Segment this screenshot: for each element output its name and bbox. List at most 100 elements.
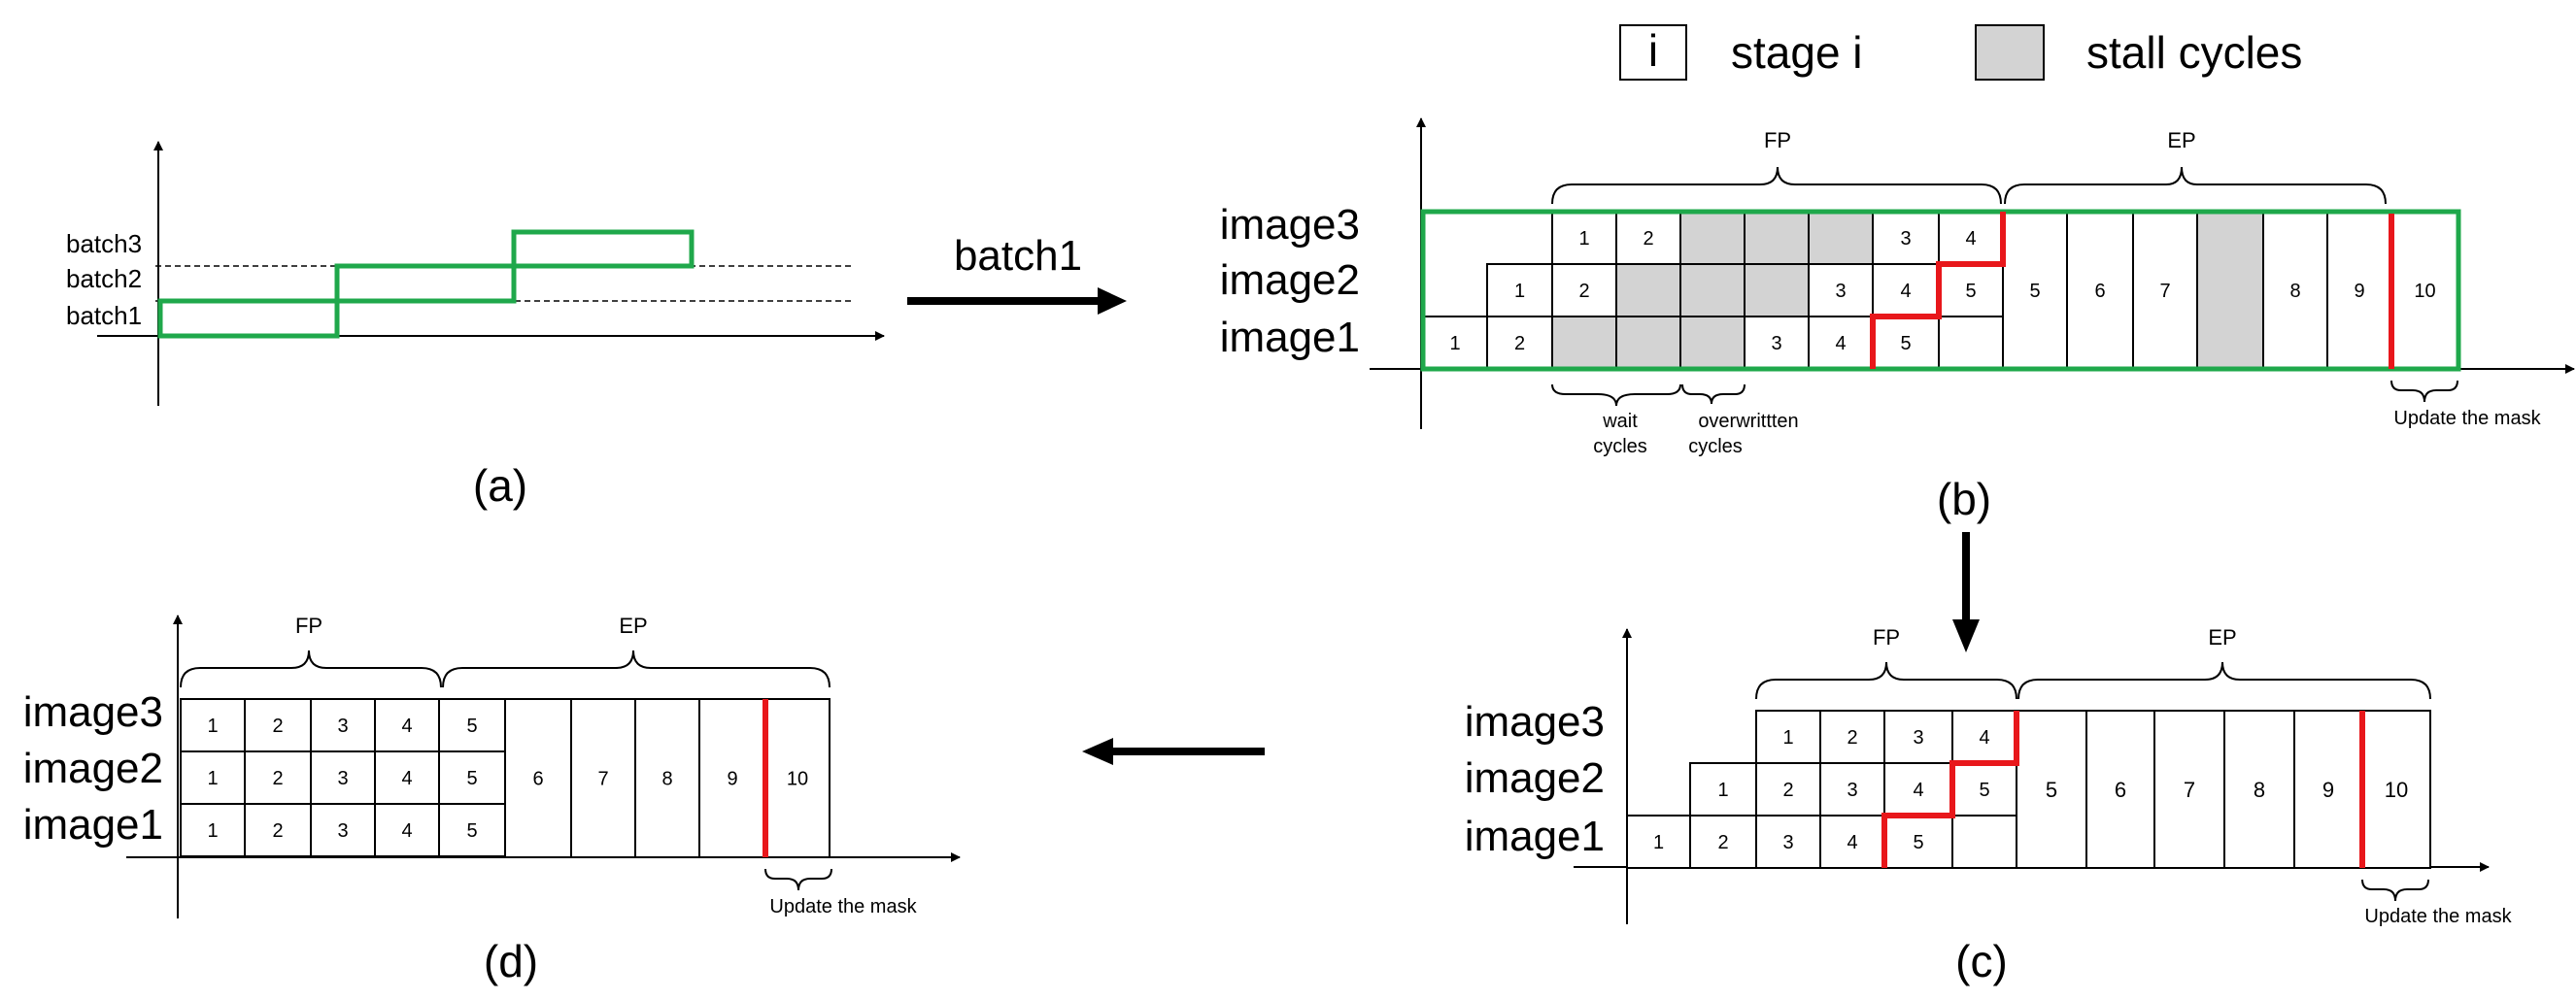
panel-d-ep-cell-1-label: 7 <box>597 769 608 790</box>
panel-d-cell-r1-c1 <box>244 750 312 805</box>
panel-b-cell-r0-c6 <box>1808 211 1874 265</box>
panel-c-ep-label: EP <box>2208 625 2236 650</box>
panel-d-row-label-image1: image1 <box>23 801 163 849</box>
panel-b-cell-r0-c4 <box>1679 211 1746 265</box>
panel-b-cell-r2-c6-label: 4 <box>1835 333 1846 354</box>
panel-b-fp-brace <box>1551 166 2002 205</box>
panel-c-cell-r1-c3-label: 3 <box>1847 780 1857 801</box>
panel-c-cell-r0-c5-label: 4 <box>1979 727 1989 749</box>
panel-d-cell-r2-c3-label: 4 <box>401 820 412 842</box>
panel-b-cell-r2-c1-label: 2 <box>1514 333 1525 354</box>
panel-a-batch1-box <box>157 298 340 339</box>
panel-d-ep-cell-1 <box>570 698 636 858</box>
panel-b-cell-r0-c3 <box>1615 211 1681 265</box>
panel-b-ep-cell-2-label: 7 <box>2159 281 2170 302</box>
panel-c-ep-cell-3-label: 8 <box>2254 778 2265 802</box>
panel-c-fp-brace <box>1755 661 2017 700</box>
panel-d-cell-r1-c2-label: 3 <box>337 768 348 789</box>
panel-b-ep-cell-3 <box>2196 211 2264 370</box>
panel-b-ep-brace <box>2004 166 2387 205</box>
panel-d-cell-r1-c2 <box>310 750 376 805</box>
panel-a-label-batch2: batch2 <box>66 264 142 293</box>
panel-d-caption: (d) <box>484 936 538 986</box>
panel-c-cell-r0-c5 <box>1951 710 2017 764</box>
arrow-b-to-c-head <box>1952 619 1980 652</box>
panel-d-ep-cell-4-label: 10 <box>787 769 808 790</box>
panel-d-cell-r0-c0-label: 1 <box>207 716 218 737</box>
panel-c-cell-r2-c4-label: 5 <box>1913 832 1923 853</box>
panel-d-cell-r1-c0-label: 1 <box>207 768 218 789</box>
panel-d-cell-r2-c4-label: 5 <box>466 820 477 842</box>
panel-b-fp-label: FP <box>1764 128 1791 152</box>
panel-c-cell-r2-c3-label: 4 <box>1847 832 1857 853</box>
panel-b-row-label-image3: image3 <box>1220 201 1360 249</box>
panel-b-cell-r1-c6-label: 3 <box>1835 281 1846 302</box>
panel-c-cell-r1-c2-label: 2 <box>1782 780 1793 801</box>
panel-d-fp-brace <box>180 650 442 688</box>
panel-b-cell-r0-c5 <box>1744 211 1810 265</box>
panel-c-cell-r1-c4 <box>1883 762 1953 817</box>
panel-d-cell-r1-c0 <box>180 750 246 805</box>
panel-d-fp-label: FP <box>295 614 322 638</box>
panel-c-cell-r0-c3-label: 2 <box>1847 727 1857 749</box>
panel-c-row-label-image3: image3 <box>1465 698 1605 746</box>
panel-b-cell-r1-c1 <box>1486 263 1553 317</box>
panel-c-ep-cell-0 <box>2016 710 2087 869</box>
panel-c-cell-r1-c1-label: 1 <box>1717 780 1728 801</box>
panel-b-cell-r2-c0-label: 1 <box>1449 333 1460 354</box>
panel-b-cell-r2-c5-label: 3 <box>1771 333 1781 354</box>
panel-b-cell-r2-c4 <box>1679 316 1746 370</box>
panel-b-cell-r2-c6 <box>1808 316 1874 370</box>
arrow-a-to-b-label: batch1 <box>954 232 1082 280</box>
panel-a-batch2-box <box>334 263 517 304</box>
panel-c-ep-cell-3 <box>2223 710 2295 869</box>
panel-b-wait-label-2: cycles <box>1593 436 1647 457</box>
panel-d-cell-r1-c1-label: 2 <box>272 768 283 789</box>
panel-b-update-label: Update the mask <box>2393 408 2541 429</box>
legend-stall-box <box>1975 24 2045 81</box>
panel-d-cell-r0-c4-label: 5 <box>466 716 477 737</box>
panel-b-overwritten-brace <box>1681 383 1746 405</box>
panel-d-cell-r1-c4-label: 5 <box>466 768 477 789</box>
panel-d-cell-r0-c2-label: 3 <box>337 716 348 737</box>
panel-b-conflict-line <box>1870 212 2006 369</box>
arrow-a-to-b-head <box>1098 287 1127 315</box>
panel-c-ep-cell-1-label: 6 <box>2115 778 2126 802</box>
panel-c-cell-r0-c4 <box>1883 710 1953 764</box>
arrow-c-to-d <box>1082 738 1265 765</box>
panel-c-ep-cell-0-label: 5 <box>2046 778 2057 802</box>
panel-b-update-brace <box>2390 380 2458 403</box>
panel-d-ep-cell-3-label: 9 <box>727 769 737 790</box>
panel-d-update-brace <box>764 868 832 891</box>
panel-b-cell-r0-c8 <box>1938 211 2004 265</box>
panel-b-ep-cell-4-label: 8 <box>2289 281 2300 302</box>
panel-c-cell-r2-c1 <box>1689 815 1757 869</box>
panel-d-cell-r0-c2 <box>310 698 376 752</box>
panel-d-update-label: Update the mask <box>769 896 917 917</box>
panel-b-ep-cell-0-label: 5 <box>2029 281 2040 302</box>
panel-c-ep-cell-5-label: 10 <box>2385 778 2408 802</box>
panel-b-cell-r0-c8-label: 4 <box>1965 228 1976 250</box>
panel-c-ep-brace <box>2017 661 2431 700</box>
panel-c-cell-r2-c5 <box>1951 815 2017 869</box>
panel-b-row-label-image1: image1 <box>1220 314 1360 361</box>
panel-b-cell-r1-c8-label: 5 <box>1965 281 1976 302</box>
panel-b-cell-r2-c3 <box>1615 316 1681 370</box>
arrow-b-to-c <box>1952 532 1980 652</box>
panel-c-fp-label: FP <box>1873 625 1900 650</box>
panel-d-row-label-image2: image2 <box>23 745 163 792</box>
legend-stage-box <box>1619 24 1687 81</box>
panel-b-cell-r2-c2 <box>1551 316 1617 370</box>
panel-c-update-label: Update the mask <box>2364 906 2512 927</box>
panel-c-cell-r2-c0 <box>1626 815 1691 869</box>
panel-c-row-label-image2: image2 <box>1465 754 1605 802</box>
panel-a-batch3-box <box>511 229 695 269</box>
panel-d-cell-r2-c0 <box>180 803 246 857</box>
panel-c-ep-cell-2 <box>2153 710 2225 869</box>
panel-c-cell-r2-c0-label: 1 <box>1653 832 1664 853</box>
panel-c-update-brace <box>2361 879 2429 902</box>
panel-c-caption: (c) <box>1955 936 2008 986</box>
